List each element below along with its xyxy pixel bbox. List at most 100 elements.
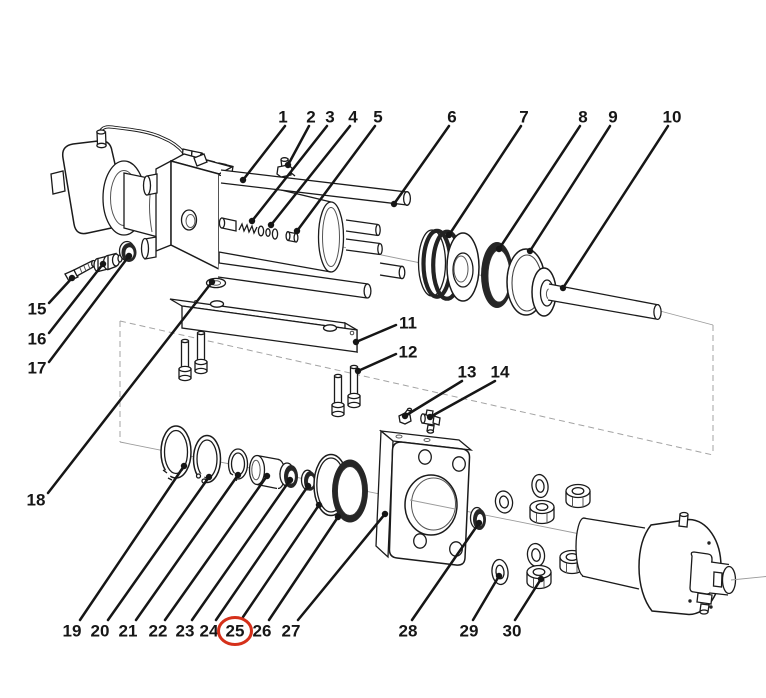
nut — [529, 499, 555, 525]
internal-valve-parts — [218, 217, 299, 243]
leader-dot-3 — [248, 217, 256, 225]
leader-line-26 — [267, 515, 340, 622]
highlight-circle — [217, 616, 253, 646]
part-label-13: 13 — [458, 363, 477, 382]
leader-dot-30 — [537, 575, 545, 583]
leader-dot-29 — [495, 572, 503, 580]
part-label-7: 7 — [519, 108, 528, 127]
spring-3 — [238, 222, 258, 235]
part-label-22: 22 — [149, 622, 168, 641]
leader-dot-21 — [234, 471, 242, 479]
plate-hole — [322, 324, 338, 332]
leader-line-17 — [47, 254, 131, 364]
body-left-face — [155, 159, 172, 252]
washer-4 — [257, 225, 265, 237]
tie-rod-end — [402, 191, 412, 206]
leader-dot-16 — [99, 260, 107, 268]
part-label-29: 29 — [460, 622, 479, 641]
leader-line-20 — [106, 475, 211, 622]
part-label-11: 11 — [399, 314, 417, 333]
leader-line-24 — [214, 484, 310, 622]
block-left-face — [375, 429, 394, 559]
leader-dot-14 — [426, 413, 434, 421]
part-label-2: 2 — [306, 108, 315, 127]
leader-line-11 — [354, 323, 398, 344]
part-label-21: 21 — [119, 622, 138, 641]
part-label-9: 9 — [608, 108, 617, 127]
plate-hole — [209, 300, 225, 308]
part-label-28: 28 — [399, 622, 418, 641]
bolt — [194, 330, 208, 375]
washer — [531, 473, 549, 499]
leader-line-22 — [163, 474, 269, 622]
piston-7 — [417, 228, 480, 302]
leader-line-8 — [497, 124, 582, 251]
seal-ring-8 — [481, 242, 513, 308]
oring-28 — [469, 506, 486, 530]
part-label-8: 8 — [578, 108, 587, 127]
leader-dot-8 — [495, 245, 503, 253]
leader-dot-15 — [68, 274, 76, 282]
leader-line-6 — [392, 124, 451, 206]
leader-dot-2 — [284, 161, 292, 169]
leader-line-29 — [471, 574, 501, 622]
leader-line-4 — [269, 124, 352, 227]
leader-dot-25 — [315, 501, 323, 509]
leader-line-2 — [286, 124, 311, 167]
part-label-18: 18 — [27, 491, 46, 510]
part-label-26: 26 — [253, 622, 272, 641]
mounting-plate-11 — [169, 298, 358, 354]
nut — [565, 483, 591, 509]
leader-dot-11 — [352, 338, 360, 346]
motor-hub-boss — [689, 551, 713, 595]
part-label-12: 12 — [399, 343, 418, 362]
bell-tab — [50, 170, 66, 195]
part-label-27: 27 — [282, 622, 301, 641]
leader-line-7 — [447, 124, 523, 237]
part-label-20: 20 — [91, 622, 110, 641]
part-label-6: 6 — [447, 108, 456, 127]
mounting-bolts-12 — [178, 330, 361, 418]
leader-line-1 — [241, 124, 287, 182]
block-bore — [404, 474, 458, 536]
tie-rods — [217, 169, 412, 299]
washer — [526, 542, 546, 568]
seal-ring-26 — [332, 459, 368, 523]
leader-dot-22 — [263, 472, 271, 480]
leader-dot-5 — [293, 227, 301, 235]
leader-line-28 — [410, 521, 481, 622]
leader-line-5 — [295, 124, 377, 233]
part-label-16: 16 — [28, 330, 47, 349]
leader-line-9 — [528, 124, 612, 253]
leader-line-27 — [296, 512, 387, 622]
leader-dot-19 — [180, 462, 188, 470]
leader-dot-26 — [334, 513, 342, 521]
seal-23 — [279, 462, 298, 488]
part-label-3: 3 — [325, 108, 334, 127]
leader-dot-7 — [445, 231, 453, 239]
leader-line-23 — [190, 478, 292, 622]
part-label-30: 30 — [503, 622, 522, 641]
leader-dot-18 — [208, 278, 216, 286]
part-label-5: 5 — [373, 108, 382, 127]
part-label-24: 24 — [200, 622, 219, 641]
piston-rod-10 — [531, 267, 662, 321]
leader-dot-10 — [559, 284, 567, 292]
leader-dot-23 — [286, 476, 294, 484]
leader-dot-9 — [526, 247, 534, 255]
leader-line-21 — [134, 473, 240, 622]
leader-line-25 — [241, 503, 321, 619]
bell-housing — [50, 139, 159, 238]
motor-bottom-fitting — [696, 592, 713, 605]
leader-line-30 — [513, 577, 543, 622]
part-label-4: 4 — [348, 108, 358, 127]
leader-dot-12 — [354, 367, 362, 375]
leader-dot-28 — [475, 519, 483, 527]
leader-line-19 — [78, 464, 186, 622]
leader-dot-1 — [239, 176, 247, 184]
leader-line-15 — [47, 276, 74, 305]
motor-assembly — [575, 511, 766, 616]
part-label-14: 14 — [491, 363, 510, 382]
